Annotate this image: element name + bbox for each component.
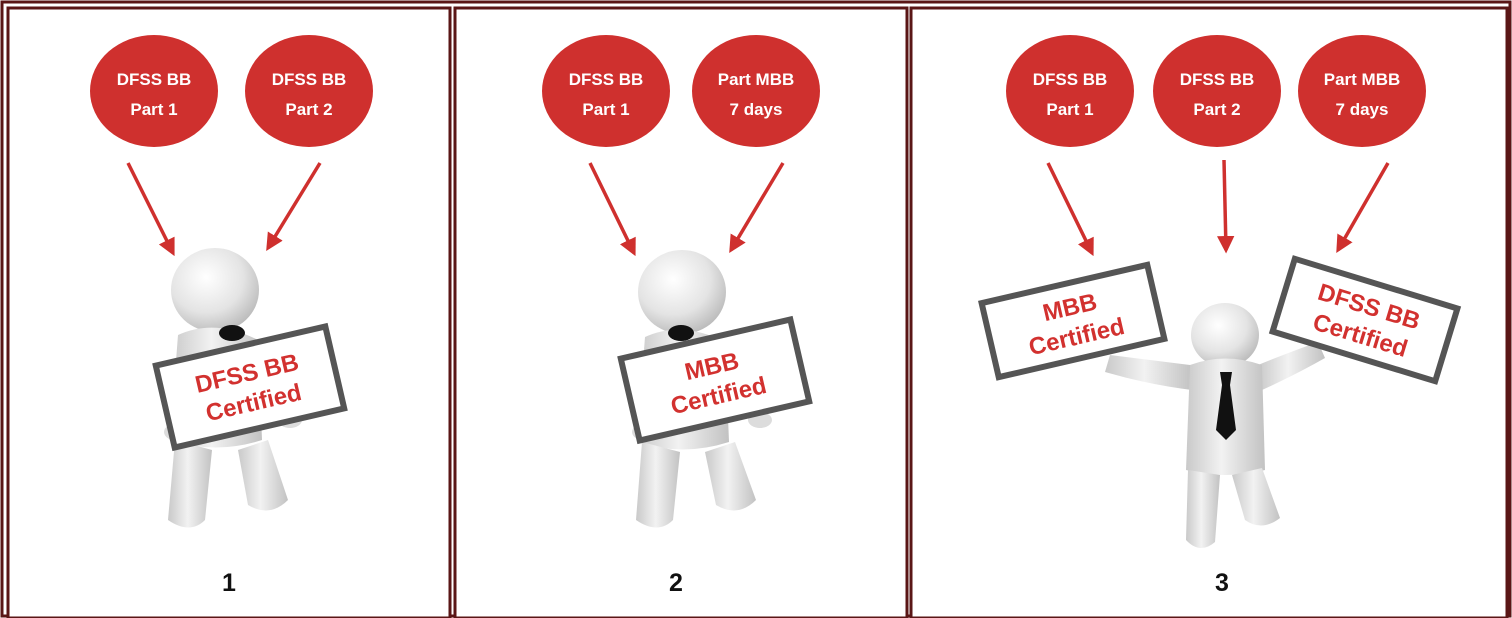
- bubble-line1: DFSS BB: [569, 70, 644, 89]
- person-raising-two-signs-icon: [1105, 303, 1325, 549]
- panel-frame-1: [6, 6, 452, 618]
- course-bubble: DFSS BB Part 1: [90, 35, 218, 147]
- arrow: [126, 162, 175, 257]
- panel-1: DFSS BB Part 1 DFSS BB Part 2 DFSS BB Ce…: [90, 35, 373, 597]
- certificate-sign: MBB Certified: [978, 261, 1168, 381]
- panel-2: DFSS BB Part 1 Part MBB 7 days MBB Certi…: [542, 35, 820, 597]
- panel-number: 1: [222, 569, 236, 597]
- panel-number: 2: [669, 569, 683, 597]
- bubble-line2: 7 days: [730, 100, 783, 119]
- arrow: [1046, 162, 1094, 257]
- arrow: [588, 162, 636, 257]
- panel-number: 3: [1215, 569, 1229, 597]
- course-bubble: DFSS BB Part 2: [1153, 35, 1281, 147]
- certificate-sign: MBB Certified: [617, 315, 813, 445]
- course-bubble: Part MBB 7 days: [1298, 35, 1426, 147]
- bubble-line1: DFSS BB: [117, 70, 192, 89]
- bubble-line2: Part 2: [285, 100, 332, 119]
- bubble-line1: Part MBB: [1324, 70, 1401, 89]
- bubble-line1: Part MBB: [718, 70, 795, 89]
- course-bubble: DFSS BB Part 2: [245, 35, 373, 147]
- arrow: [1336, 162, 1390, 254]
- bubble-line2: Part 1: [1046, 100, 1093, 119]
- arrow: [729, 162, 785, 254]
- bubble-line2: 7 days: [1336, 100, 1389, 119]
- bubble-line1: DFSS BB: [1180, 70, 1255, 89]
- bubble-line1: DFSS BB: [272, 70, 347, 89]
- course-bubble: DFSS BB Part 1: [542, 35, 670, 147]
- bubble-line2: Part 1: [582, 100, 629, 119]
- bubble-line2: Part 1: [130, 100, 177, 119]
- arrow: [1216, 159, 1235, 254]
- course-bubble: Part MBB 7 days: [692, 35, 820, 147]
- panel-3: DFSS BB Part 1 DFSS BB Part 2 Part MBB 7…: [978, 35, 1462, 597]
- arrow: [266, 162, 322, 251]
- bubble-line2: Part 2: [1193, 100, 1240, 119]
- bubble-line1: DFSS BB: [1033, 70, 1108, 89]
- course-bubble: DFSS BB Part 1: [1006, 35, 1134, 147]
- certificate-sign: DFSS BB Certified: [152, 322, 348, 452]
